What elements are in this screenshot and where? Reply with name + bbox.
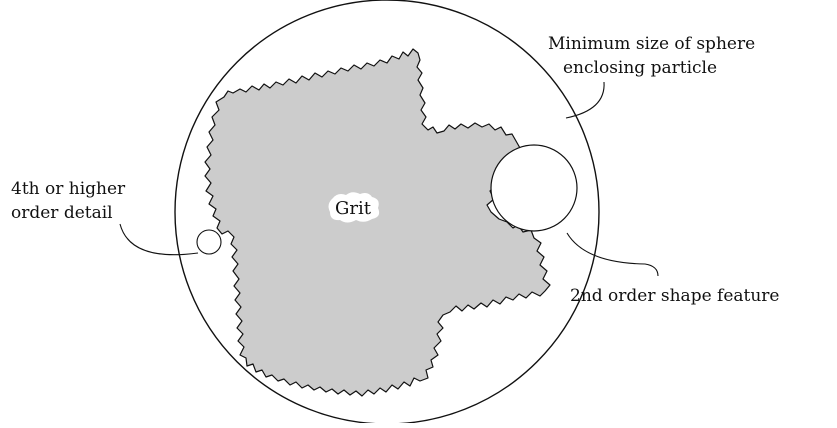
enclosing-sphere-label-line2: enclosing particle	[563, 58, 717, 78]
grit-label-blob	[328, 192, 380, 223]
grit-label: Grit	[335, 198, 372, 219]
detail-leader	[119, 223, 199, 256]
detail-label-line2: order detail	[11, 203, 113, 223]
second-order-feature-circle	[490, 144, 578, 232]
feature-label: 2nd order shape feature	[570, 286, 780, 306]
feature-leader	[566, 232, 659, 277]
enclosing-sphere-leader	[565, 81, 605, 119]
grit-particle	[204, 48, 551, 397]
enclosing-sphere-label-line1: Minimum size of sphere	[548, 34, 755, 54]
detail-label-line1: 4th or higher	[11, 179, 126, 199]
fourth-order-detail-circle	[196, 229, 222, 255]
